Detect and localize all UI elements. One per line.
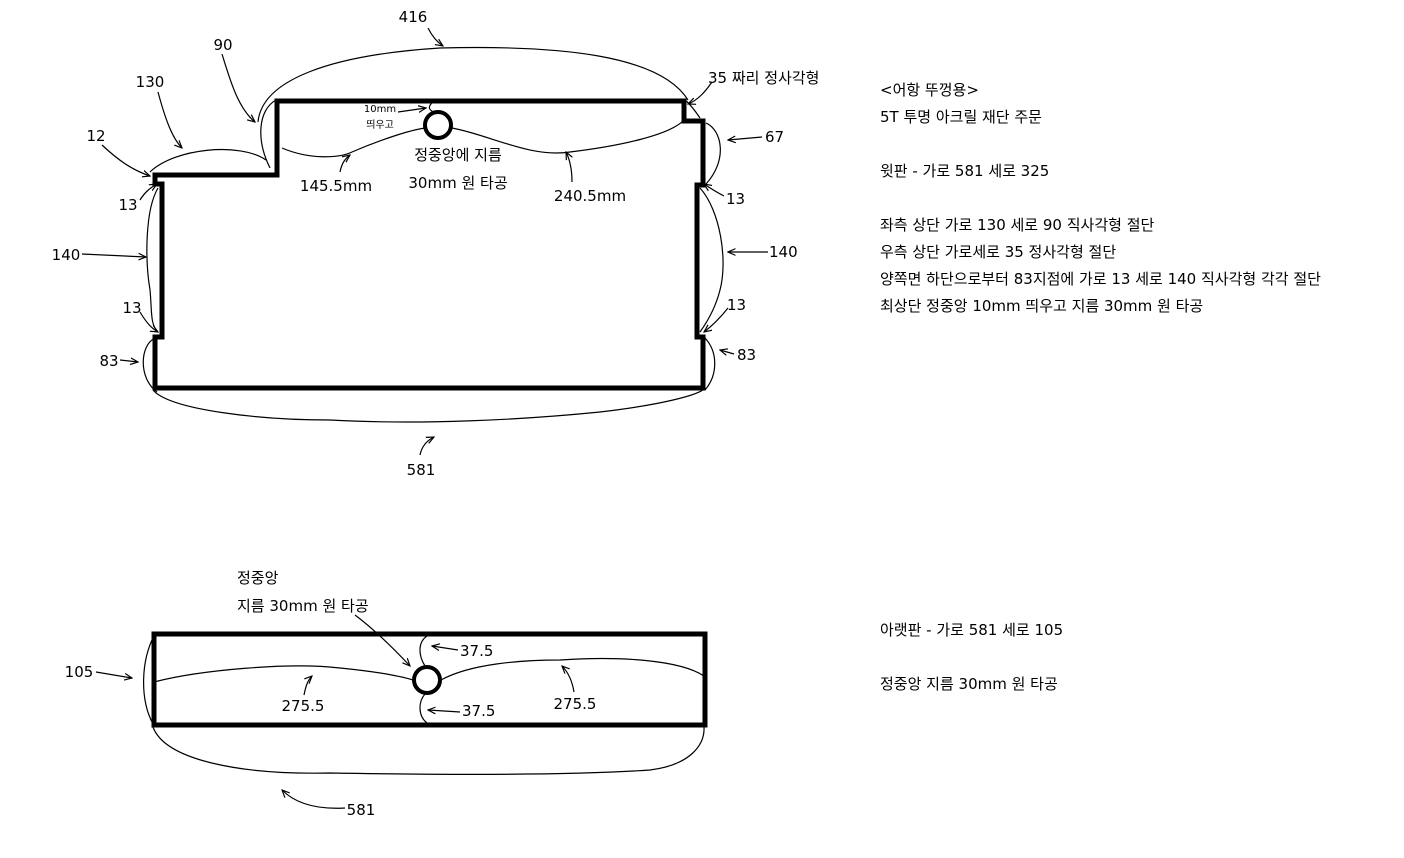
curve-581-bottom — [152, 726, 705, 775]
note-line — [880, 131, 1321, 158]
curve-145 — [281, 127, 426, 158]
note-line: 우측 상단 가로세로 35 정사각형 절단 — [880, 243, 1117, 261]
top-plate-hole — [423, 110, 453, 140]
arrow-35 — [688, 81, 713, 104]
label-581-top: 581 — [407, 461, 436, 479]
label-13-top-left: 13 — [118, 196, 137, 214]
curve-left-83 — [142, 337, 158, 393]
arrow-145 — [339, 155, 350, 173]
label-140-right: 140 — [769, 243, 798, 261]
label-416: 416 — [399, 8, 428, 26]
bottom-plate-hole — [412, 665, 442, 695]
note-line: 윗판 - 가로 581 세로 325 — [880, 162, 1050, 180]
label-67: 67 — [765, 128, 784, 146]
label-gap-line1: 10mm — [364, 104, 396, 115]
arrow-10mm — [397, 108, 426, 112]
note-line: 양쪽면 하단으로부터 83지점에 가로 13 세로 140 직사각형 각각 절단 — [880, 270, 1321, 288]
bottom-plate: 정중앙 지름 30mm 원 타공 105 37.5 37.5 275.5 275… — [65, 569, 708, 819]
note-line: 좌측 상단 가로 130 세로 90 직사각형 절단 — [880, 216, 1155, 234]
note-line: 5T 투명 아크릴 재단 주문 — [880, 108, 1042, 126]
label-hole-line1: 정중앙에 지름 — [414, 146, 502, 164]
curve-right-67 — [705, 122, 721, 185]
label-145: 145.5mm — [300, 177, 372, 195]
label-hole-line2: 30mm 원 타공 — [408, 174, 507, 192]
arrow-240 — [566, 152, 572, 183]
label-240: 240.5mm — [554, 187, 626, 205]
label-275-left: 275.5 — [282, 697, 325, 715]
top-plate: 416 90 130 12 13 140 13 83 581 35 짜리 정사각… — [52, 8, 820, 479]
arrow-12 — [101, 144, 150, 176]
label-37-top: 37.5 — [460, 642, 493, 660]
label-83-right: 83 — [737, 346, 756, 364]
arrow-67 — [728, 137, 763, 140]
arrow-37-bottom — [428, 710, 461, 712]
label-35: 35 짜리 정사각형 — [708, 69, 819, 87]
arrow-140-left — [81, 254, 146, 257]
label-12: 12 — [86, 127, 105, 145]
curve-right-140 — [699, 187, 724, 333]
curve-10mm — [428, 101, 435, 113]
arrow-13-top-right — [704, 184, 725, 197]
arrow-83-left — [119, 360, 138, 362]
curve-105 — [143, 631, 157, 725]
curve-37-bottom — [419, 693, 428, 724]
label-13-top-right: 13 — [726, 190, 745, 208]
curve-130 — [149, 148, 267, 173]
label-140-left: 140 — [52, 246, 81, 264]
note-line — [880, 644, 1063, 671]
label-130: 130 — [136, 73, 165, 91]
label-13-bottom-left: 13 — [122, 299, 141, 317]
notes-top: <어항 뚜껑용> 5T 투명 아크릴 재단 주문 윗판 - 가로 581 세로 … — [880, 77, 1321, 320]
label-37-bottom: 37.5 — [462, 702, 495, 720]
arrow-416 — [427, 27, 443, 46]
note-line: 아랫판 - 가로 581 세로 105 — [880, 621, 1064, 639]
note-line: <어항 뚜껑용> — [880, 81, 979, 99]
label-90: 90 — [213, 36, 232, 54]
bottom-plate-outline — [151, 631, 708, 728]
arrow-581-top — [419, 437, 434, 456]
notes-bottom: 아랫판 - 가로 581 세로 105 정중앙 지름 30mm 원 타공 — [880, 617, 1063, 698]
arrow-13-bottom-right — [704, 307, 729, 332]
curve-left-140 — [146, 187, 159, 333]
curve-581-top — [152, 387, 706, 423]
arrow-37-top — [432, 646, 459, 650]
label-13-bottom-right: 13 — [727, 296, 746, 314]
curve-275-right — [440, 657, 705, 681]
label-581-bottom: 581 — [347, 801, 376, 819]
arrow-center — [354, 614, 410, 666]
arrow-130 — [157, 91, 182, 148]
arrow-105 — [95, 671, 132, 678]
curve-35 — [683, 98, 701, 119]
arrow-83-right — [720, 350, 735, 354]
curve-right-83 — [704, 337, 716, 391]
note-line — [880, 185, 1321, 212]
top-plate-outline — [152, 98, 706, 391]
note-line: 최상단 정중앙 10mm 띄우고 지름 30mm 원 타공 — [880, 297, 1204, 315]
curve-37-top — [419, 635, 428, 667]
label-gap-line2: 띄우고 — [366, 119, 394, 131]
arrow-13-bottom-left — [139, 311, 158, 332]
arrow-275-left — [303, 676, 312, 696]
label-center-line2: 지름 30mm 원 타공 — [237, 597, 369, 615]
note-line: 정중앙 지름 30mm 원 타공 — [880, 675, 1058, 693]
label-center-line1: 정중앙 — [237, 569, 279, 587]
arrow-13-top-left — [139, 184, 157, 201]
curve-275-left — [153, 665, 414, 683]
arrow-275-right — [562, 666, 575, 693]
arrow-90 — [221, 53, 255, 122]
arrow-581-bottom — [282, 790, 346, 809]
label-275-right: 275.5 — [554, 695, 597, 713]
curve-416 — [257, 46, 689, 123]
label-83-left: 83 — [99, 352, 118, 370]
label-105: 105 — [65, 663, 94, 681]
